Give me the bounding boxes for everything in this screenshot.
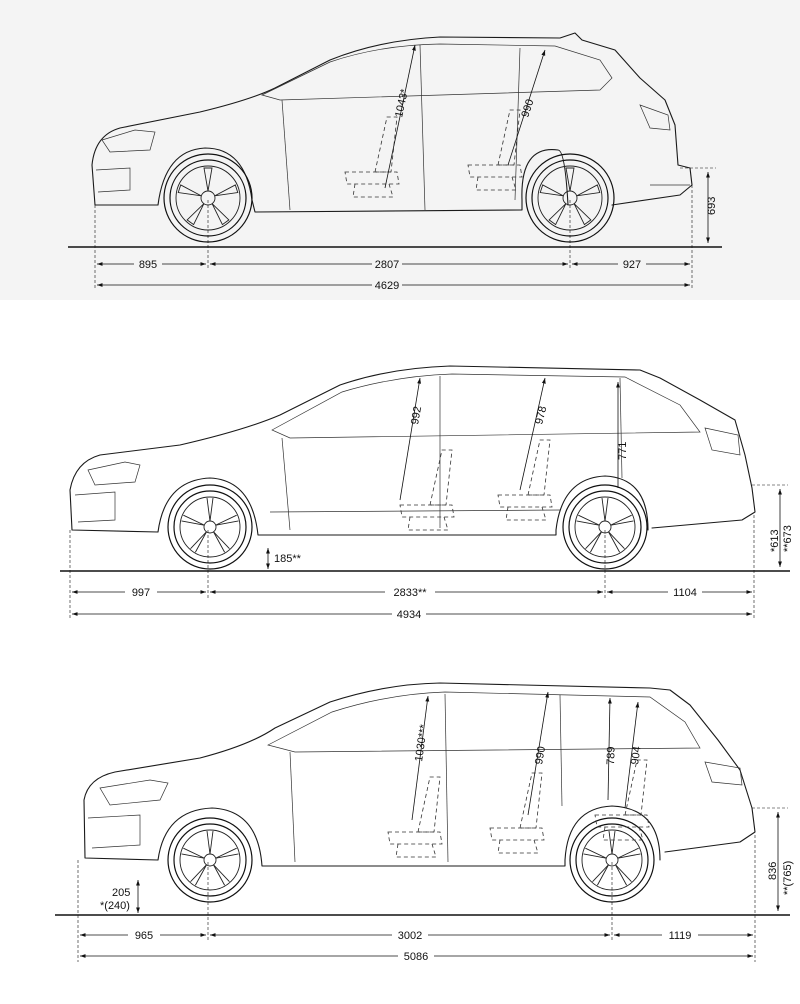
car-2-rear-headroom-label: 978 <box>533 405 549 426</box>
car-2-body-outline <box>69 365 756 536</box>
car-2-rear-height-label: *613 <box>769 529 781 552</box>
car-1-wheelbase-label: 2807 <box>375 259 399 271</box>
car-3-ground-clearance-alt-label: *(240) <box>100 900 130 912</box>
car-2-front-headroom-label: 992 <box>409 405 424 425</box>
car-3-front-wheel <box>167 817 253 903</box>
car-1-rear-wheel <box>525 153 615 243</box>
car-1-headlamp <box>101 129 156 153</box>
car-3-headlamp <box>99 779 169 806</box>
car-2-wheelbase-label: 2833** <box>393 587 427 599</box>
car-3-front-overhang-label: 965 <box>135 930 153 942</box>
car-1-front-overhang-label: 895 <box>139 259 157 271</box>
car-3-third-row-b-label: 904 <box>629 746 643 766</box>
car-1-rear-headroom-label: 990 <box>519 98 536 119</box>
car-1-rear-height-label: 693 <box>706 197 718 215</box>
car-3-rear-height-label: 836 <box>767 862 779 880</box>
car-3-wheelbase-label: 3002 <box>398 930 422 942</box>
car-3-second-headroom-label: 990 <box>533 745 548 765</box>
car-2-window-line <box>271 373 701 439</box>
car-2-rear-overhang-label: 1104 <box>673 587 697 599</box>
car-3-third-row-a-label: 789 <box>605 746 618 765</box>
car-3-rear-overhang-label: 1119 <box>669 930 692 942</box>
car-3-window-line <box>267 691 701 753</box>
car-2-ground-clearance-label: 185** <box>274 553 302 565</box>
top-panel-background <box>0 0 800 300</box>
car-2-rear-height-alt-label: **673 <box>782 525 794 552</box>
car-2-front-overhang-label: 997 <box>132 587 150 599</box>
car-3-rear-height-alt-label: **(765) <box>782 861 794 895</box>
car-1-length-label: 4629 <box>375 280 399 292</box>
car-2-front-wheel <box>167 484 253 570</box>
car-1-rear-overhang-label: 927 <box>623 259 641 271</box>
car-2-headlamp <box>87 461 141 486</box>
car-3-length-label: 5086 <box>404 951 428 963</box>
car-3-suv-large: 1030*** 990 789 904 205 *(240) 836 **(76… <box>55 682 794 963</box>
car-1-window-line <box>261 43 613 101</box>
car-1-suv-compact: 1043* 990 693 895 2807 927 4629 <box>68 32 722 292</box>
car-2-wagon: 992 978 771 185** *613 **673 997 2833** … <box>60 365 794 621</box>
car-3-ground-clearance-label: 205 <box>112 887 130 899</box>
car-2-cargo-height-label: 771 <box>617 442 629 460</box>
car-1-front-wheel <box>163 153 253 243</box>
car-2-length-label: 4934 <box>397 609 421 621</box>
car-3-body-outline <box>83 682 756 867</box>
car-3-front-headroom-label: 1030*** <box>413 723 430 762</box>
car-1-front-headroom-label: 1043* <box>393 87 411 118</box>
